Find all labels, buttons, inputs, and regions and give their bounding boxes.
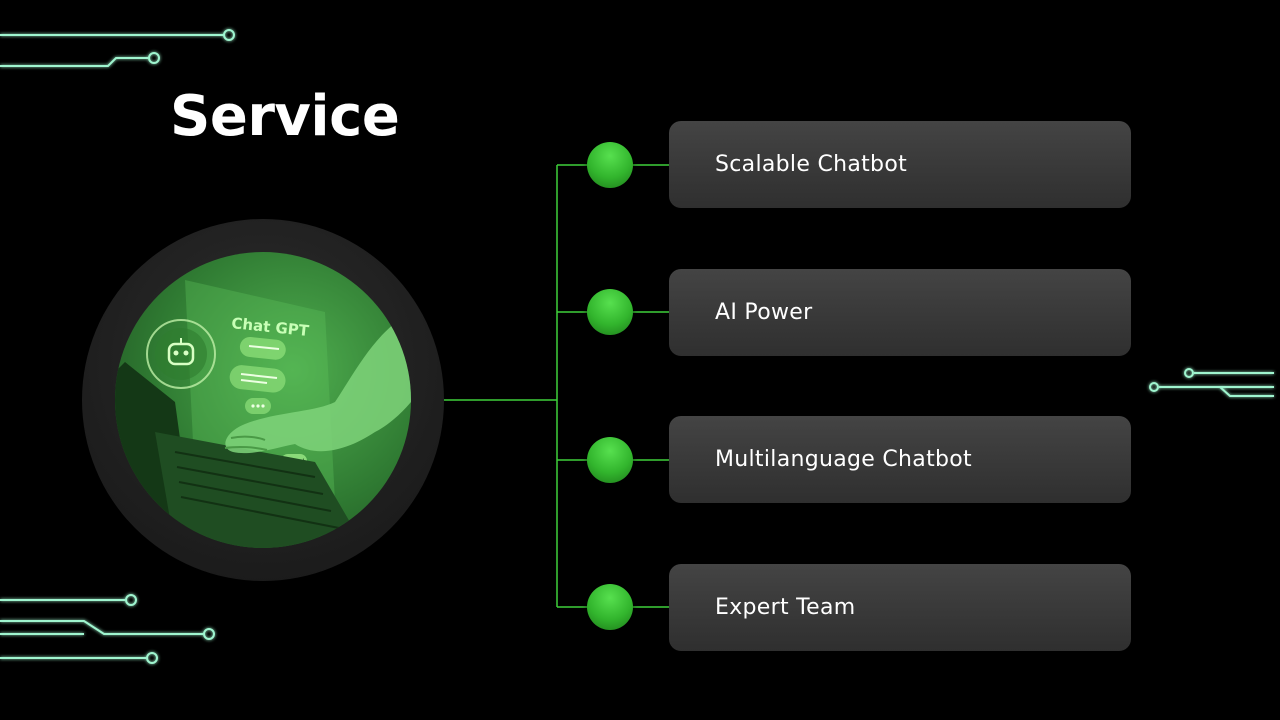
service-card-label: Expert Team — [715, 595, 856, 620]
service-node-2 — [587, 289, 633, 335]
service-card-label: Scalable Chatbot — [715, 152, 908, 177]
service-card-scalable-chatbot: Scalable Chatbot — [669, 121, 1131, 208]
service-node-4 — [587, 584, 633, 630]
service-card-label: AI Power — [715, 300, 813, 325]
service-node-3 — [587, 437, 633, 483]
service-card-expert-team: Expert Team — [669, 564, 1131, 651]
slide-title: Service — [170, 84, 400, 149]
service-card-ai-power: AI Power — [669, 269, 1131, 356]
service-card-multilanguage-chatbot: Multilanguage Chatbot — [669, 416, 1131, 503]
hero-image: Chat GPT Send — [115, 252, 411, 548]
service-card-label: Multilanguage Chatbot — [715, 447, 972, 472]
service-node-1 — [587, 142, 633, 188]
